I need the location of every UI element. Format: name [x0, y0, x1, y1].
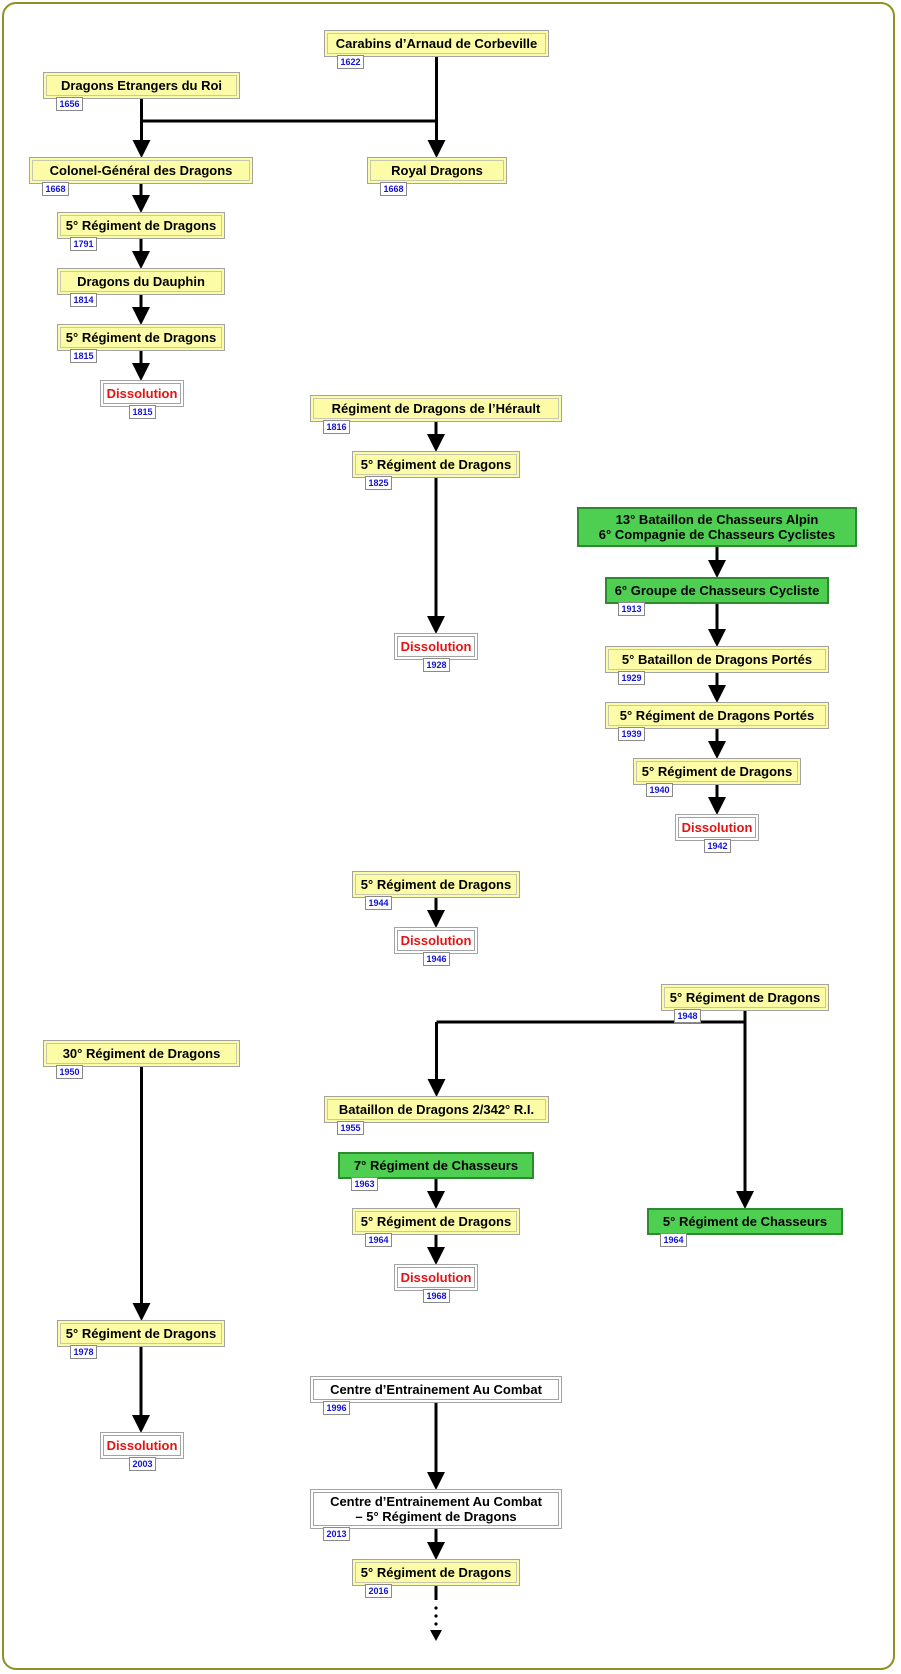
- regiment-node: 5° Régiment de Dragons: [57, 324, 225, 351]
- dissolution-node: Dissolution: [100, 1432, 184, 1459]
- continuation-dot: [434, 1622, 438, 1626]
- year-badge: 1815: [129, 405, 156, 419]
- year-badge: 1825: [365, 476, 392, 490]
- regiment-node: Colonel-Général des Dragons: [29, 157, 253, 184]
- regiment-node: 30° Régiment de Dragons: [43, 1040, 240, 1067]
- year-badge: 1963: [351, 1177, 378, 1191]
- regiment-node: Régiment de Dragons de l’Hérault: [310, 395, 562, 422]
- year-badge: 1964: [365, 1233, 392, 1247]
- dissolution-node: Dissolution: [394, 1264, 478, 1291]
- year-badge: 1968: [423, 1289, 450, 1303]
- year-badge: 1929: [618, 671, 645, 685]
- year-badge: 1656: [56, 97, 83, 111]
- year-badge: 1996: [323, 1401, 350, 1415]
- regiment-node: Centre d’Entrainement Au Combat– 5° Régi…: [310, 1489, 562, 1529]
- year-badge: 1940: [646, 783, 673, 797]
- year-badge: 1978: [70, 1345, 97, 1359]
- year-badge: 1964: [660, 1233, 687, 1247]
- regiment-node: 5° Régiment de Dragons: [352, 1208, 520, 1235]
- regiment-node: Centre d’Entrainement Au Combat: [310, 1376, 562, 1403]
- year-badge: 1939: [618, 727, 645, 741]
- year-badge: 1816: [323, 420, 350, 434]
- regiment-node: Bataillon de Dragons 2/342° R.I.: [324, 1096, 549, 1123]
- regiment-node: 5° Régiment de Dragons: [661, 984, 829, 1011]
- year-badge: 2003: [129, 1457, 156, 1471]
- regiment-node: 7° Régiment de Chasseurs: [338, 1152, 534, 1179]
- continuation-arrow-head: [430, 1630, 442, 1641]
- continuation-dot: [434, 1614, 438, 1618]
- year-badge: 2016: [365, 1584, 392, 1598]
- regiment-node: Dragons du Dauphin: [57, 268, 225, 295]
- year-badge: 1668: [42, 182, 69, 196]
- regiment-node: Dragons Etrangers du Roi: [43, 72, 240, 99]
- regiment-node: 5° Bataillon de Dragons Portés: [605, 646, 829, 673]
- year-badge: 2013: [323, 1527, 350, 1541]
- regiment-node: 5° Régiment de Dragons: [352, 1559, 520, 1586]
- regiment-node: 5° Régiment de Dragons: [57, 212, 225, 239]
- year-badge: 1946: [423, 952, 450, 966]
- year-badge: 1814: [70, 293, 97, 307]
- regiment-node: 5° Régiment de Dragons Portés: [605, 702, 829, 729]
- dissolution-node: Dissolution: [675, 814, 759, 841]
- year-badge: 1622: [337, 55, 364, 69]
- year-badge: 1913: [618, 602, 645, 616]
- node-label: Centre d’Entrainement Au Combat– 5° Régi…: [330, 1494, 542, 1524]
- dissolution-node: Dissolution: [394, 633, 478, 660]
- year-badge: 1950: [56, 1065, 83, 1079]
- year-badge: 1944: [365, 896, 392, 910]
- regiment-node: 5° Régiment de Dragons: [57, 1320, 225, 1347]
- regiment-node: 5° Régiment de Dragons: [633, 758, 801, 785]
- year-badge: 1942: [704, 839, 731, 853]
- regiment-node: 6° Groupe de Chasseurs Cycliste: [605, 577, 829, 604]
- dissolution-node: Dissolution: [394, 927, 478, 954]
- year-badge: 1948: [674, 1009, 701, 1023]
- regiment-node: 5° Régiment de Dragons: [352, 451, 520, 478]
- continuation-dot: [434, 1606, 438, 1610]
- year-badge: 1928: [423, 658, 450, 672]
- regiment-node: 5° Régiment de Chasseurs: [647, 1208, 843, 1235]
- year-badge: 1791: [70, 237, 97, 251]
- year-badge: 1955: [337, 1121, 364, 1135]
- year-badge: 1668: [380, 182, 407, 196]
- regiment-node: 5° Régiment de Dragons: [352, 871, 520, 898]
- regiment-node: Royal Dragons: [367, 157, 507, 184]
- dissolution-node: Dissolution: [100, 380, 184, 407]
- regiment-node: Carabins d’Arnaud de Corbeville: [324, 30, 549, 57]
- year-badge: 1815: [70, 349, 97, 363]
